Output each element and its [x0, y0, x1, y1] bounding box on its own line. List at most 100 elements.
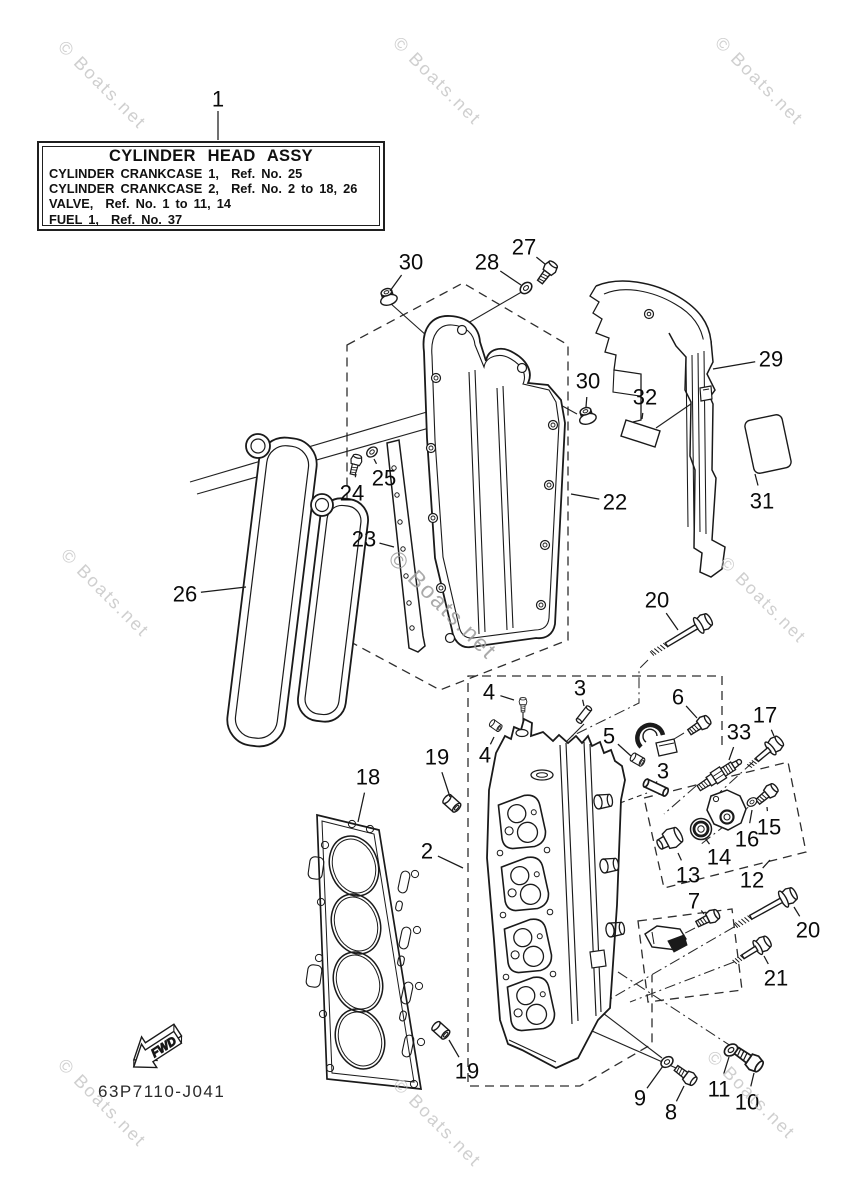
callout-21: 21	[764, 966, 788, 991]
bracket-group-box	[637, 908, 743, 1003]
leader-line-22	[570, 493, 600, 500]
callout-3: 3	[574, 676, 586, 701]
callout-23: 23	[352, 527, 376, 552]
leader-line-9	[646, 1065, 664, 1089]
callout-leader-lines	[200, 111, 801, 1102]
callout-29: 29	[759, 347, 783, 372]
leader-line-30	[585, 396, 588, 408]
callout-4: 4	[479, 743, 491, 768]
bolt-21	[729, 932, 775, 970]
callout-10: 10	[735, 1090, 759, 1115]
callout-24: 24	[340, 481, 364, 506]
center-lines	[569, 659, 761, 1053]
leader-line-18	[357, 792, 366, 823]
callout-27: 27	[512, 235, 536, 260]
bolt-15	[752, 780, 781, 808]
callout-13: 13	[676, 863, 700, 888]
info-box-inner: CYLINDER HEAD ASSY CYLINDER CRANKCASE 1,…	[42, 146, 380, 227]
bolt-20-top	[646, 609, 716, 663]
fwd-arrow: FWD	[132, 1023, 183, 1069]
info-box-title: CYLINDER HEAD ASSY	[109, 147, 313, 165]
grub-4	[487, 718, 504, 733]
camshaft-retainer-clamp	[635, 722, 678, 757]
watermark-text: © Boats.net	[711, 33, 807, 129]
callout-26: 26	[173, 582, 197, 607]
diagram-part-code: 63P7110-J041	[98, 1082, 225, 1101]
callout-1: 1	[212, 87, 224, 112]
callout-19: 19	[425, 745, 449, 770]
leader-line-4	[489, 736, 495, 745]
callout-12: 12	[740, 868, 764, 893]
leader-line-27	[536, 256, 546, 265]
pin-3-top	[574, 704, 594, 725]
callout-6: 6	[672, 685, 684, 710]
grommet-30-left	[376, 285, 400, 308]
leader-line-11	[723, 1056, 730, 1074]
info-box-line: VALVE, Ref. No. 1 to 11, 14	[49, 196, 232, 212]
callout-25: 25	[372, 466, 396, 491]
leader-line-2	[437, 855, 464, 869]
leader-line-16	[749, 809, 753, 824]
callout-20: 20	[645, 588, 669, 613]
callout-30: 30	[399, 250, 423, 275]
callout-11: 11	[708, 1077, 731, 1102]
callout-19: 19	[455, 1059, 479, 1084]
leader-line-20	[793, 906, 801, 917]
callout-18: 18	[356, 765, 380, 790]
callout-28: 28	[475, 250, 499, 275]
leader-line-6	[685, 705, 698, 719]
part-29-side-cover	[589, 280, 726, 578]
part-2-cylinder-head	[486, 717, 626, 1070]
callout-31: 31	[750, 489, 774, 514]
watermark-text: © Boats.net	[54, 1055, 150, 1151]
dashed-group-boxes	[346, 282, 807, 1087]
callout-2: 2	[421, 839, 433, 864]
leader-line-7	[700, 910, 705, 915]
leader-line-21	[763, 955, 769, 965]
part-18-head-gasket	[305, 813, 426, 1090]
leader-line-24	[354, 473, 357, 478]
leader-line-32	[641, 412, 644, 420]
callout-4: 4	[483, 680, 495, 705]
callout-15: 15	[757, 815, 781, 840]
part-26-valve-cover-gasket	[226, 433, 369, 748]
leader-line-8	[675, 1085, 685, 1102]
washer-28	[517, 279, 535, 297]
watermark-text: © Boats.net	[389, 33, 485, 129]
leader-line-26	[200, 586, 247, 593]
callout-32: 32	[633, 385, 657, 410]
leader-line-3	[581, 699, 585, 707]
part-32-plate	[620, 419, 661, 448]
watermark-text: © Boats.net	[389, 1075, 485, 1171]
leader-line-20	[665, 612, 679, 631]
nut-stud-4	[518, 697, 528, 713]
callout-5: 5	[603, 724, 615, 749]
cylinder-head-group-box	[467, 675, 723, 1087]
watermark-text: © Boats.net	[54, 37, 150, 133]
part-31-label-plate	[744, 414, 792, 474]
callout-33: 33	[727, 720, 751, 745]
leader-line-5	[617, 743, 632, 757]
callout-17: 17	[753, 703, 777, 728]
leader-line-17	[770, 729, 775, 737]
valve-cover-group-box	[346, 282, 569, 691]
leader-line-33	[728, 746, 735, 761]
bushing-19-bottom	[429, 1019, 452, 1042]
part-33-spark-plug	[696, 758, 743, 792]
callout-3: 3	[657, 759, 669, 784]
leader-line-10	[750, 1072, 755, 1087]
leader-line-12	[762, 859, 771, 869]
part-23-anode-plate	[386, 439, 426, 653]
bolt-6	[685, 712, 714, 739]
bushing-19-top	[440, 792, 463, 815]
callout-22: 22	[603, 490, 627, 515]
callout-30: 30	[576, 369, 600, 394]
watermark-text: © Boats.net	[716, 553, 811, 648]
leader-line-30	[389, 274, 403, 292]
leader-line-19	[448, 1039, 460, 1058]
leader-line-28	[499, 270, 522, 286]
info-box-line: CYLINDER CRANKCASE 1, Ref. No. 25	[49, 166, 303, 181]
callout-8: 8	[665, 1100, 677, 1125]
